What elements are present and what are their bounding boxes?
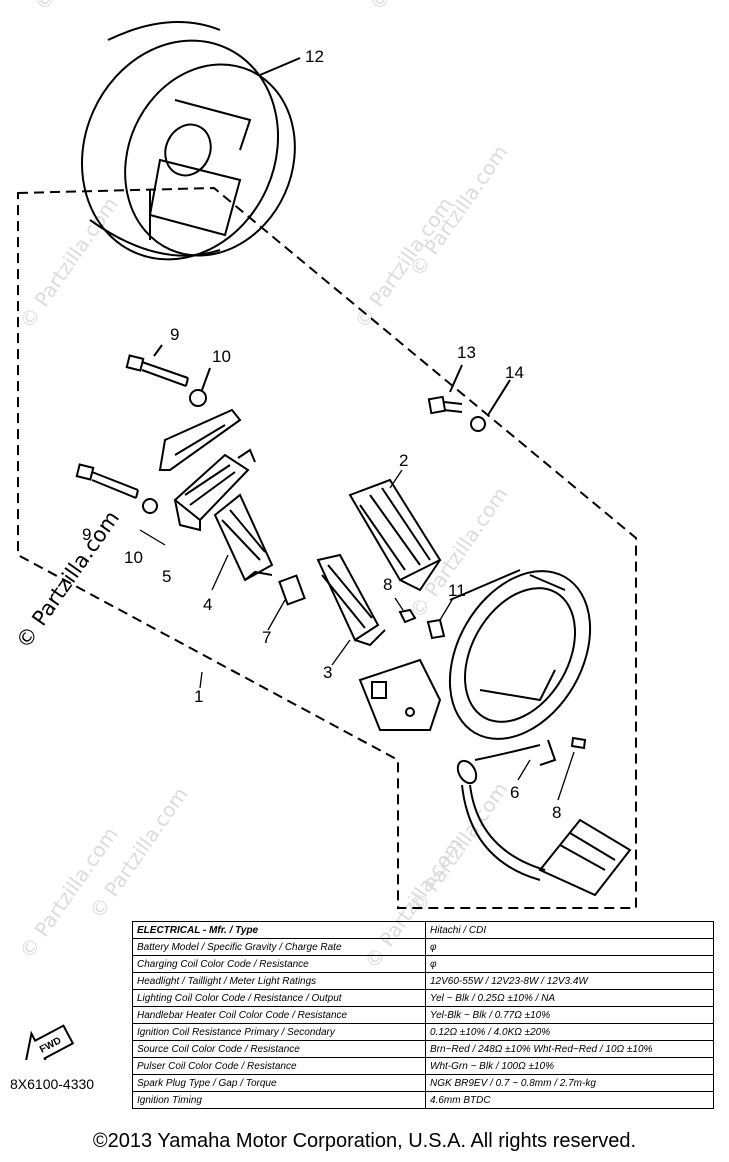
leader-line: [153, 344, 163, 357]
spec-row: Lighting Coil Color Code / Resistance / …: [132, 989, 714, 1007]
spec-label: Source Coil Color Code / Resistance: [132, 1040, 426, 1058]
ignition-coil: [316, 553, 386, 647]
watermark-layer: © Partzilla.com © Partzilla.com © Partzi…: [11, 0, 512, 973]
watermark: © Partzilla.com: [364, 0, 472, 15]
bolt: [125, 354, 189, 387]
callout-number: 3: [323, 663, 332, 682]
callout-number: 14: [505, 363, 524, 382]
spec-label: Charging Coil Color Code / Resistance: [132, 955, 426, 973]
callout-number: 13: [457, 343, 476, 362]
spec-row: Headlight / Taillight / Meter Light Rati…: [132, 972, 714, 990]
copyright-notice: ©2013 Yamaha Motor Corporation, U.S.A. A…: [92, 1130, 637, 1152]
watermark: © Partzilla.com: [404, 141, 512, 281]
callout-number: 10: [212, 347, 231, 366]
spec-label: Pulser Coil Color Code / Resistance: [132, 1057, 426, 1075]
callout-number: 9: [170, 325, 179, 344]
flywheel-rotor: [80, 21, 296, 261]
callout-number: 11: [448, 581, 466, 600]
cdi-unit: [173, 448, 256, 532]
callout-number: 2: [399, 451, 408, 470]
bolt: [427, 395, 463, 415]
callout-number: 9: [82, 525, 91, 544]
spec-row: Battery Model / Specific Gravity / Charg…: [132, 938, 714, 956]
mounting-plate: [158, 408, 242, 471]
spec-value: Hitachi / CDI: [425, 921, 714, 939]
spec-value: 4.6mm BTDC: [425, 1091, 714, 1109]
clamp: [426, 618, 446, 640]
callout-number: 8: [383, 575, 392, 594]
spec-label: ELECTRICAL - Mfr. / Type: [132, 921, 426, 939]
spec-label: Spark Plug Type / Gap / Torque: [132, 1074, 426, 1092]
callout-number: 12: [305, 47, 324, 66]
washer: [189, 389, 207, 407]
callout-number: 8: [552, 803, 561, 822]
screw: [398, 608, 417, 624]
spec-value: 0.12Ω ±10% / 4.0KΩ ±20%: [425, 1023, 714, 1041]
assembly-outline: [17, 186, 637, 909]
washer: [470, 416, 486, 432]
diagram-part-code: 8X6100-4330: [10, 1076, 95, 1092]
spec-row: Handlebar Heater Coil Color Code / Resis…: [132, 1006, 714, 1024]
spec-value: Wht-Grn ~ Blk / 100Ω ±10%: [425, 1057, 714, 1075]
spec-value: NGK BR9EV / 0.7 ~ 0.8mm / 2.7m-kg: [425, 1074, 714, 1092]
callout-number: 5: [162, 567, 171, 586]
watermark: © Partzilla.com: [29, 0, 137, 15]
spec-label: Headlight / Taillight / Meter Light Rati…: [132, 972, 426, 990]
callout-number: 4: [203, 595, 212, 614]
wire-harness: [456, 739, 632, 897]
screw: [570, 736, 587, 750]
watermark-main: © Partzilla.com: [11, 506, 124, 653]
callout-number: 10: [124, 548, 143, 567]
callout-number: 7: [262, 628, 271, 647]
leader-lines: [139, 469, 575, 801]
callout-number: 6: [510, 783, 519, 802]
spec-label: Ignition Timing: [132, 1091, 426, 1109]
spec-label: Lighting Coil Color Code / Resistance / …: [132, 989, 426, 1007]
watermark: © Partzilla.com: [404, 483, 512, 623]
leader-line: [259, 57, 301, 76]
watermark: © Partzilla.com: [14, 193, 122, 333]
washer: [142, 498, 158, 514]
leader-line: [201, 367, 211, 391]
spec-row: Ignition Coil Resistance Primary / Secon…: [132, 1023, 714, 1041]
source-coil-assy: [348, 478, 442, 592]
spec-value: Brn~Red / 248Ω ±10% Wht-Red~Red / 10Ω ±1…: [425, 1040, 714, 1058]
watermark: © Partzilla.com: [404, 778, 512, 918]
spec-value: φ: [425, 938, 714, 956]
callout-number: 1: [194, 687, 203, 706]
callouts: 12 9 10 13 14 2 9 10 5 4 7 8 11 3 1 6 8: [82, 47, 561, 822]
spec-value: φ: [425, 955, 714, 973]
spec-label: Handlebar Heater Coil Color Code / Resis…: [132, 1006, 426, 1024]
bolt: [75, 463, 139, 499]
spacer: [278, 574, 306, 606]
spec-value: Yel ~ Blk / 0.25Ω ±10% / NA: [425, 989, 714, 1007]
leader-line: [449, 364, 511, 416]
rectifier-regulator: [213, 493, 274, 582]
stator-plate: [358, 569, 592, 740]
fwd-arrow-icon: FWD: [24, 1024, 75, 1060]
spec-value: Yel-Blk ~ Blk / 0.77Ω ±10%: [425, 1006, 714, 1024]
spec-value: 12V60-55W / 12V23-8W / 12V3.4W: [425, 972, 714, 990]
spec-label: Ignition Coil Resistance Primary / Secon…: [132, 1023, 426, 1041]
spec-label: Battery Model / Specific Gravity / Charg…: [132, 938, 426, 956]
